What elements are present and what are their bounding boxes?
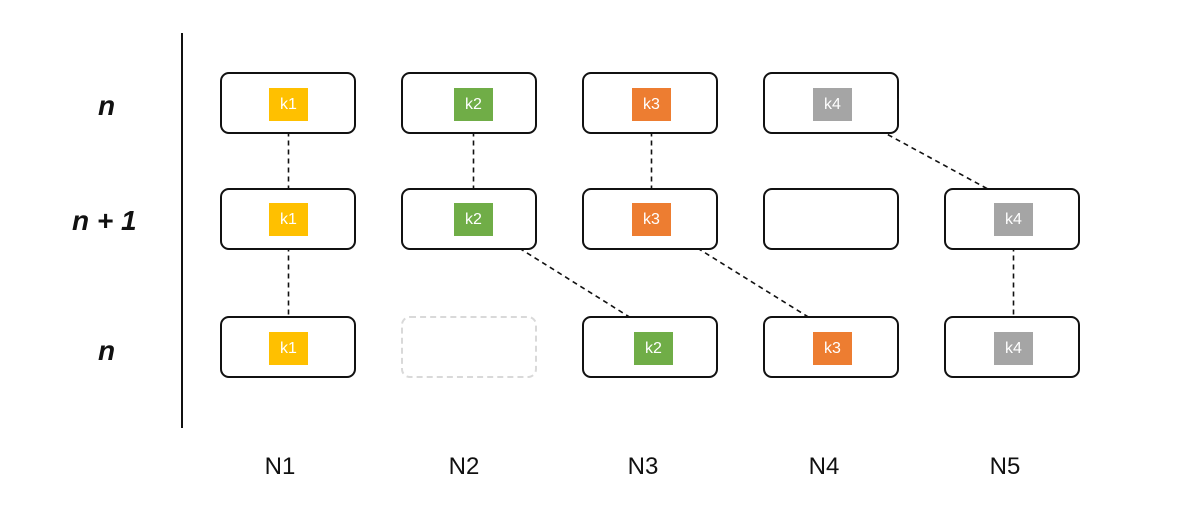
key-chip-k1: k1 bbox=[269, 203, 308, 236]
node-box bbox=[220, 72, 356, 134]
empty-node-placeholder bbox=[401, 316, 537, 378]
key-chip-k4: k4 bbox=[994, 332, 1033, 365]
column-label-n2: N2 bbox=[448, 453, 480, 480]
row-label-n-plus-1: n + 1 bbox=[72, 205, 137, 236]
key-chip-k3: k3 bbox=[632, 203, 671, 236]
node-box bbox=[763, 188, 899, 250]
move-arrow bbox=[832, 103, 1015, 204]
key-chip-k3: k3 bbox=[813, 332, 852, 365]
key-chip-k2: k2 bbox=[454, 203, 493, 236]
key-chip-k2: k2 bbox=[454, 88, 493, 121]
key-chip-k1: k1 bbox=[269, 332, 308, 365]
column-label-n1: N1 bbox=[264, 453, 296, 480]
node-box bbox=[763, 72, 899, 134]
column-label-n3: N3 bbox=[627, 453, 659, 480]
column-label-n5: N5 bbox=[989, 453, 1021, 480]
key-chip-k2: k2 bbox=[634, 332, 673, 365]
column-label-n4: N4 bbox=[808, 453, 840, 480]
key-chip-k4: k4 bbox=[994, 203, 1033, 236]
key-chip-k4: k4 bbox=[813, 88, 852, 121]
row-label-n-top: n bbox=[98, 90, 116, 121]
key-chip-k3: k3 bbox=[632, 88, 671, 121]
key-chip-k1: k1 bbox=[269, 88, 308, 121]
move-arrows bbox=[284, 103, 1018, 333]
row-label-n-bottom: n bbox=[98, 335, 116, 366]
